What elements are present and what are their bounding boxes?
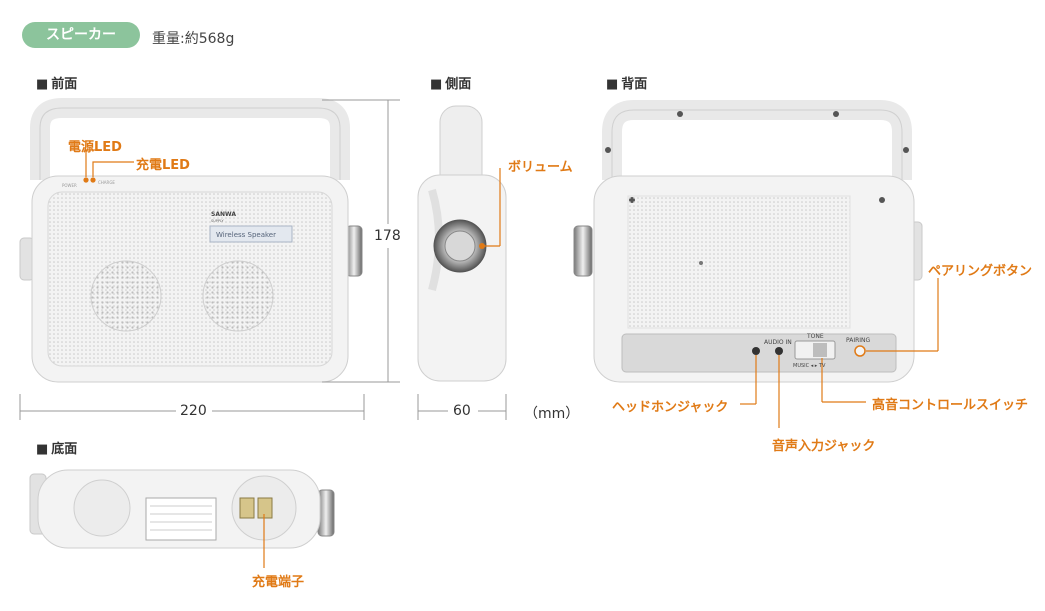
charge-terminal-callout: 充電端子 [252,575,305,590]
bottom-view [29,469,335,568]
bottom-view-label: 底面 [36,438,77,457]
brand-sub-text: SUPPLY [211,219,224,223]
brand-text: SANWA [211,211,236,218]
model-label-text: Wireless Speaker [216,231,276,239]
tone-switch-callout: 高音コントロールスイッチ [872,398,1029,413]
back-view [573,100,939,428]
pairing-button-callout: ペアリングボタン [928,264,1033,279]
front-view [19,98,400,420]
audio-in-text: AUDIO IN [764,339,792,346]
weight-spec: 重量:約568g [152,31,235,47]
side-view-label: 側面 [430,73,471,92]
height-dimension: 178 [374,228,401,244]
depth-dimension: 60 [453,403,471,419]
side-view [417,105,507,420]
tone-text: TONE [806,333,824,340]
pairing-text: PAIRING [846,337,871,344]
section-badge: スピーカー [22,22,140,48]
audio-in-jack-callout: 音声入力ジャック [772,439,876,454]
power-led-callout: 電源LED [68,140,122,155]
headphone-jack-callout: ヘッドホンジャック [612,400,729,415]
unit-label: （mm） [524,406,580,422]
charge-led-callout: 充電LED [136,158,190,173]
music-tv-text: MUSIC ◂ ▸ TV [793,363,826,369]
front-view-label: 前面 [36,73,77,92]
width-dimension: 220 [180,403,207,419]
power-small-text: POWER [62,183,77,188]
charge-small-text: CHARGE [98,180,115,185]
back-view-label: 背面 [606,73,647,92]
volume-callout: ボリューム [508,160,573,175]
